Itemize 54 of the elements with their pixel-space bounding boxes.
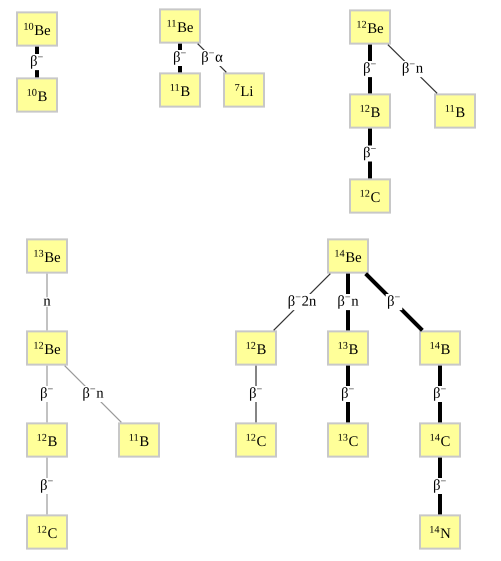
nuclide-box: $^{11}$B xyxy=(434,93,476,129)
edge-label: β$^{−}$2n xyxy=(286,294,318,310)
edge-label: β$^{−}$ xyxy=(432,478,448,494)
nuclide-box: $^{11}$B xyxy=(159,72,201,108)
nuclide-box: $^{13}$Be xyxy=(26,238,68,274)
edge-label: β$^{−}$n xyxy=(336,294,360,310)
nuclide-box: $^{14}$B xyxy=(419,330,461,366)
nuclide-box: $^{11}$B xyxy=(118,422,160,458)
nuclide-box: $^{7}$Li xyxy=(223,72,265,108)
edge-label: β$^{−}$ xyxy=(38,478,56,494)
decay-line xyxy=(178,44,182,72)
decay-line xyxy=(438,458,442,514)
nuclide-box: $^{12}$C xyxy=(235,422,277,458)
decay-line xyxy=(46,274,48,330)
edge-label: β$^{−}$ xyxy=(28,54,46,70)
nuclide-box: $^{12}$C xyxy=(26,514,68,550)
decay-line xyxy=(364,272,424,332)
edge-label: β$^{−}$ xyxy=(38,386,56,402)
edge-label: β$^{−}$ xyxy=(432,386,448,402)
decay-line xyxy=(368,128,372,178)
nuclide-box: $^{11}$Be xyxy=(159,8,201,44)
decay-line xyxy=(35,46,39,78)
nuclide-box: $^{10}$Be xyxy=(16,11,58,47)
edge-label: β$^{−}$n xyxy=(81,386,105,402)
decay-line xyxy=(64,365,122,423)
decay-line xyxy=(438,366,442,422)
edge-label: n xyxy=(42,297,52,307)
decay-line xyxy=(255,366,257,422)
nuclide-box: $^{12}$Be xyxy=(349,9,391,45)
edge-label: β$^{−}$ xyxy=(340,386,356,402)
edge-label: β$^{−}$α xyxy=(200,50,224,66)
nuclide-box: $^{13}$C xyxy=(327,422,369,458)
nuclide-box: $^{12}$Be xyxy=(26,330,68,366)
nuclide-box: $^{14}$Be xyxy=(327,238,369,274)
edge-label: β$^{−}$ xyxy=(172,50,188,66)
nuclide-box: $^{14}$C xyxy=(419,422,461,458)
nuclide-box: $^{14}$N xyxy=(419,514,461,550)
decay-line xyxy=(368,44,372,94)
nuclide-box: $^{12}$B xyxy=(235,330,277,366)
nuclide-box: $^{12}$B xyxy=(349,93,391,129)
decay-line xyxy=(46,458,48,514)
nuclide-box: $^{12}$B xyxy=(26,422,68,458)
edge-label: β$^{−}$n xyxy=(400,60,424,78)
edge-label: β$^{−}$ xyxy=(386,294,402,310)
nuclide-box: $^{10}$B xyxy=(16,77,58,113)
decay-line xyxy=(346,366,350,422)
nuclide-box: $^{13}$B xyxy=(327,330,369,366)
edge-label: β$^{−}$ xyxy=(248,386,264,402)
decay-line xyxy=(387,44,438,94)
decay-line xyxy=(46,366,48,422)
nuclide-box: $^{12}$C xyxy=(349,178,391,214)
edge-label: β$^{−}$ xyxy=(362,145,378,162)
decay-line xyxy=(346,274,350,330)
edge-label: β$^{−}$ xyxy=(362,60,378,78)
